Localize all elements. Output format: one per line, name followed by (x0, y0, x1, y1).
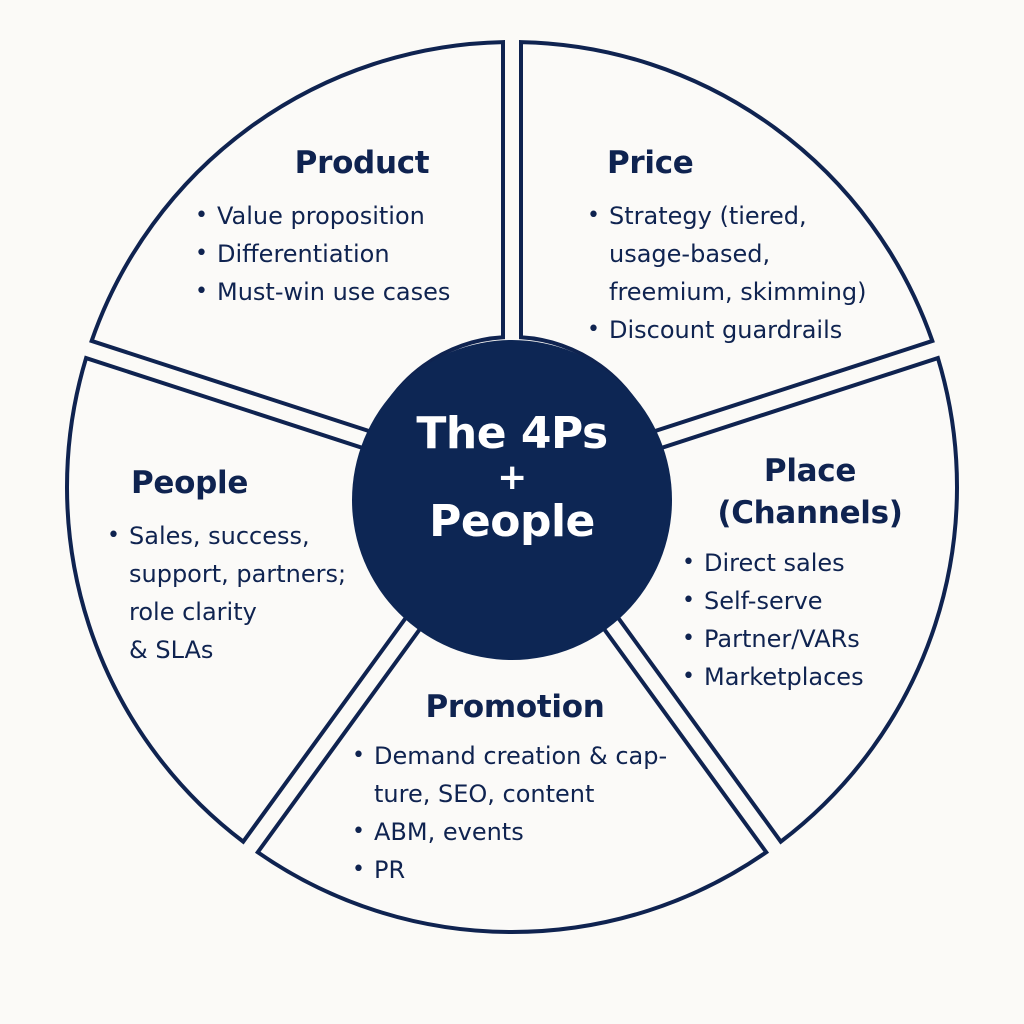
list-item: •Partner/VARs (680, 620, 940, 658)
list-item: •Value proposition (193, 197, 503, 235)
list-item: •Must-win use cases (193, 273, 503, 311)
bullet-icon: • (352, 857, 365, 882)
segment-promotion: Promotion •Demand creation & cap- ture, … (350, 687, 710, 889)
bullet-icon: • (587, 203, 600, 228)
list-item: •Marketplaces (680, 658, 940, 696)
bullet-icon: • (352, 819, 365, 844)
bullet-icon: • (352, 743, 365, 768)
list-item: •Self-serve (680, 582, 940, 620)
bullet-icon: • (587, 317, 600, 342)
list-item: •Demand creation & cap- ture, SEO, conte… (350, 737, 710, 813)
list-item: •ABM, events (350, 813, 710, 851)
bullet-list: •Value proposition •Differentiation •Mus… (193, 197, 503, 311)
bullet-list: •Sales, success, support, partners; role… (105, 517, 375, 669)
center-label-line3: People (429, 496, 595, 547)
segment-price: Price •Strategy (tiered, usage-based, fr… (585, 143, 905, 349)
list-item: •Differentiation (193, 235, 503, 273)
list-item: •Direct sales (680, 544, 940, 582)
bullet-icon: • (682, 626, 695, 651)
segment-product: Product •Value proposition •Differentiat… (193, 143, 503, 311)
list-item: •PR (350, 851, 710, 889)
segment-title: People (131, 465, 249, 501)
segment-place: Place (Channels) •Direct sales •Self-ser… (680, 450, 940, 696)
bullet-icon: • (107, 523, 120, 548)
bullet-icon: • (195, 241, 208, 266)
center-hub (352, 340, 672, 660)
bullet-list: •Strategy (tiered, usage-based, freemium… (585, 197, 905, 349)
bullet-icon: • (682, 588, 695, 613)
segment-people: People •Sales, success, support, partner… (105, 463, 375, 669)
bullet-icon: • (195, 203, 208, 228)
list-item: •Strategy (tiered, usage-based, freemium… (585, 197, 905, 311)
bullet-list: •Demand creation & cap- ture, SEO, conte… (350, 737, 710, 889)
segment-title: Promotion (425, 689, 605, 725)
bullet-list: •Direct sales •Self-serve •Partner/VARs … (680, 544, 940, 696)
segment-title: Price (607, 145, 694, 181)
bullet-icon: • (682, 550, 695, 575)
list-item: •Discount guardrails (585, 311, 905, 349)
list-item: •Sales, success, support, partners; role… (105, 517, 375, 669)
segment-title: Product (294, 145, 430, 181)
segment-shape-price (519, 40, 935, 435)
center-label-line1: The 4Ps (416, 408, 608, 459)
bullet-icon: • (682, 664, 695, 689)
segment-title: Place (Channels) (717, 453, 903, 531)
bullet-icon: • (195, 279, 208, 304)
center-label: The 4Ps + People (352, 410, 672, 546)
center-label-plus: + (497, 457, 527, 498)
